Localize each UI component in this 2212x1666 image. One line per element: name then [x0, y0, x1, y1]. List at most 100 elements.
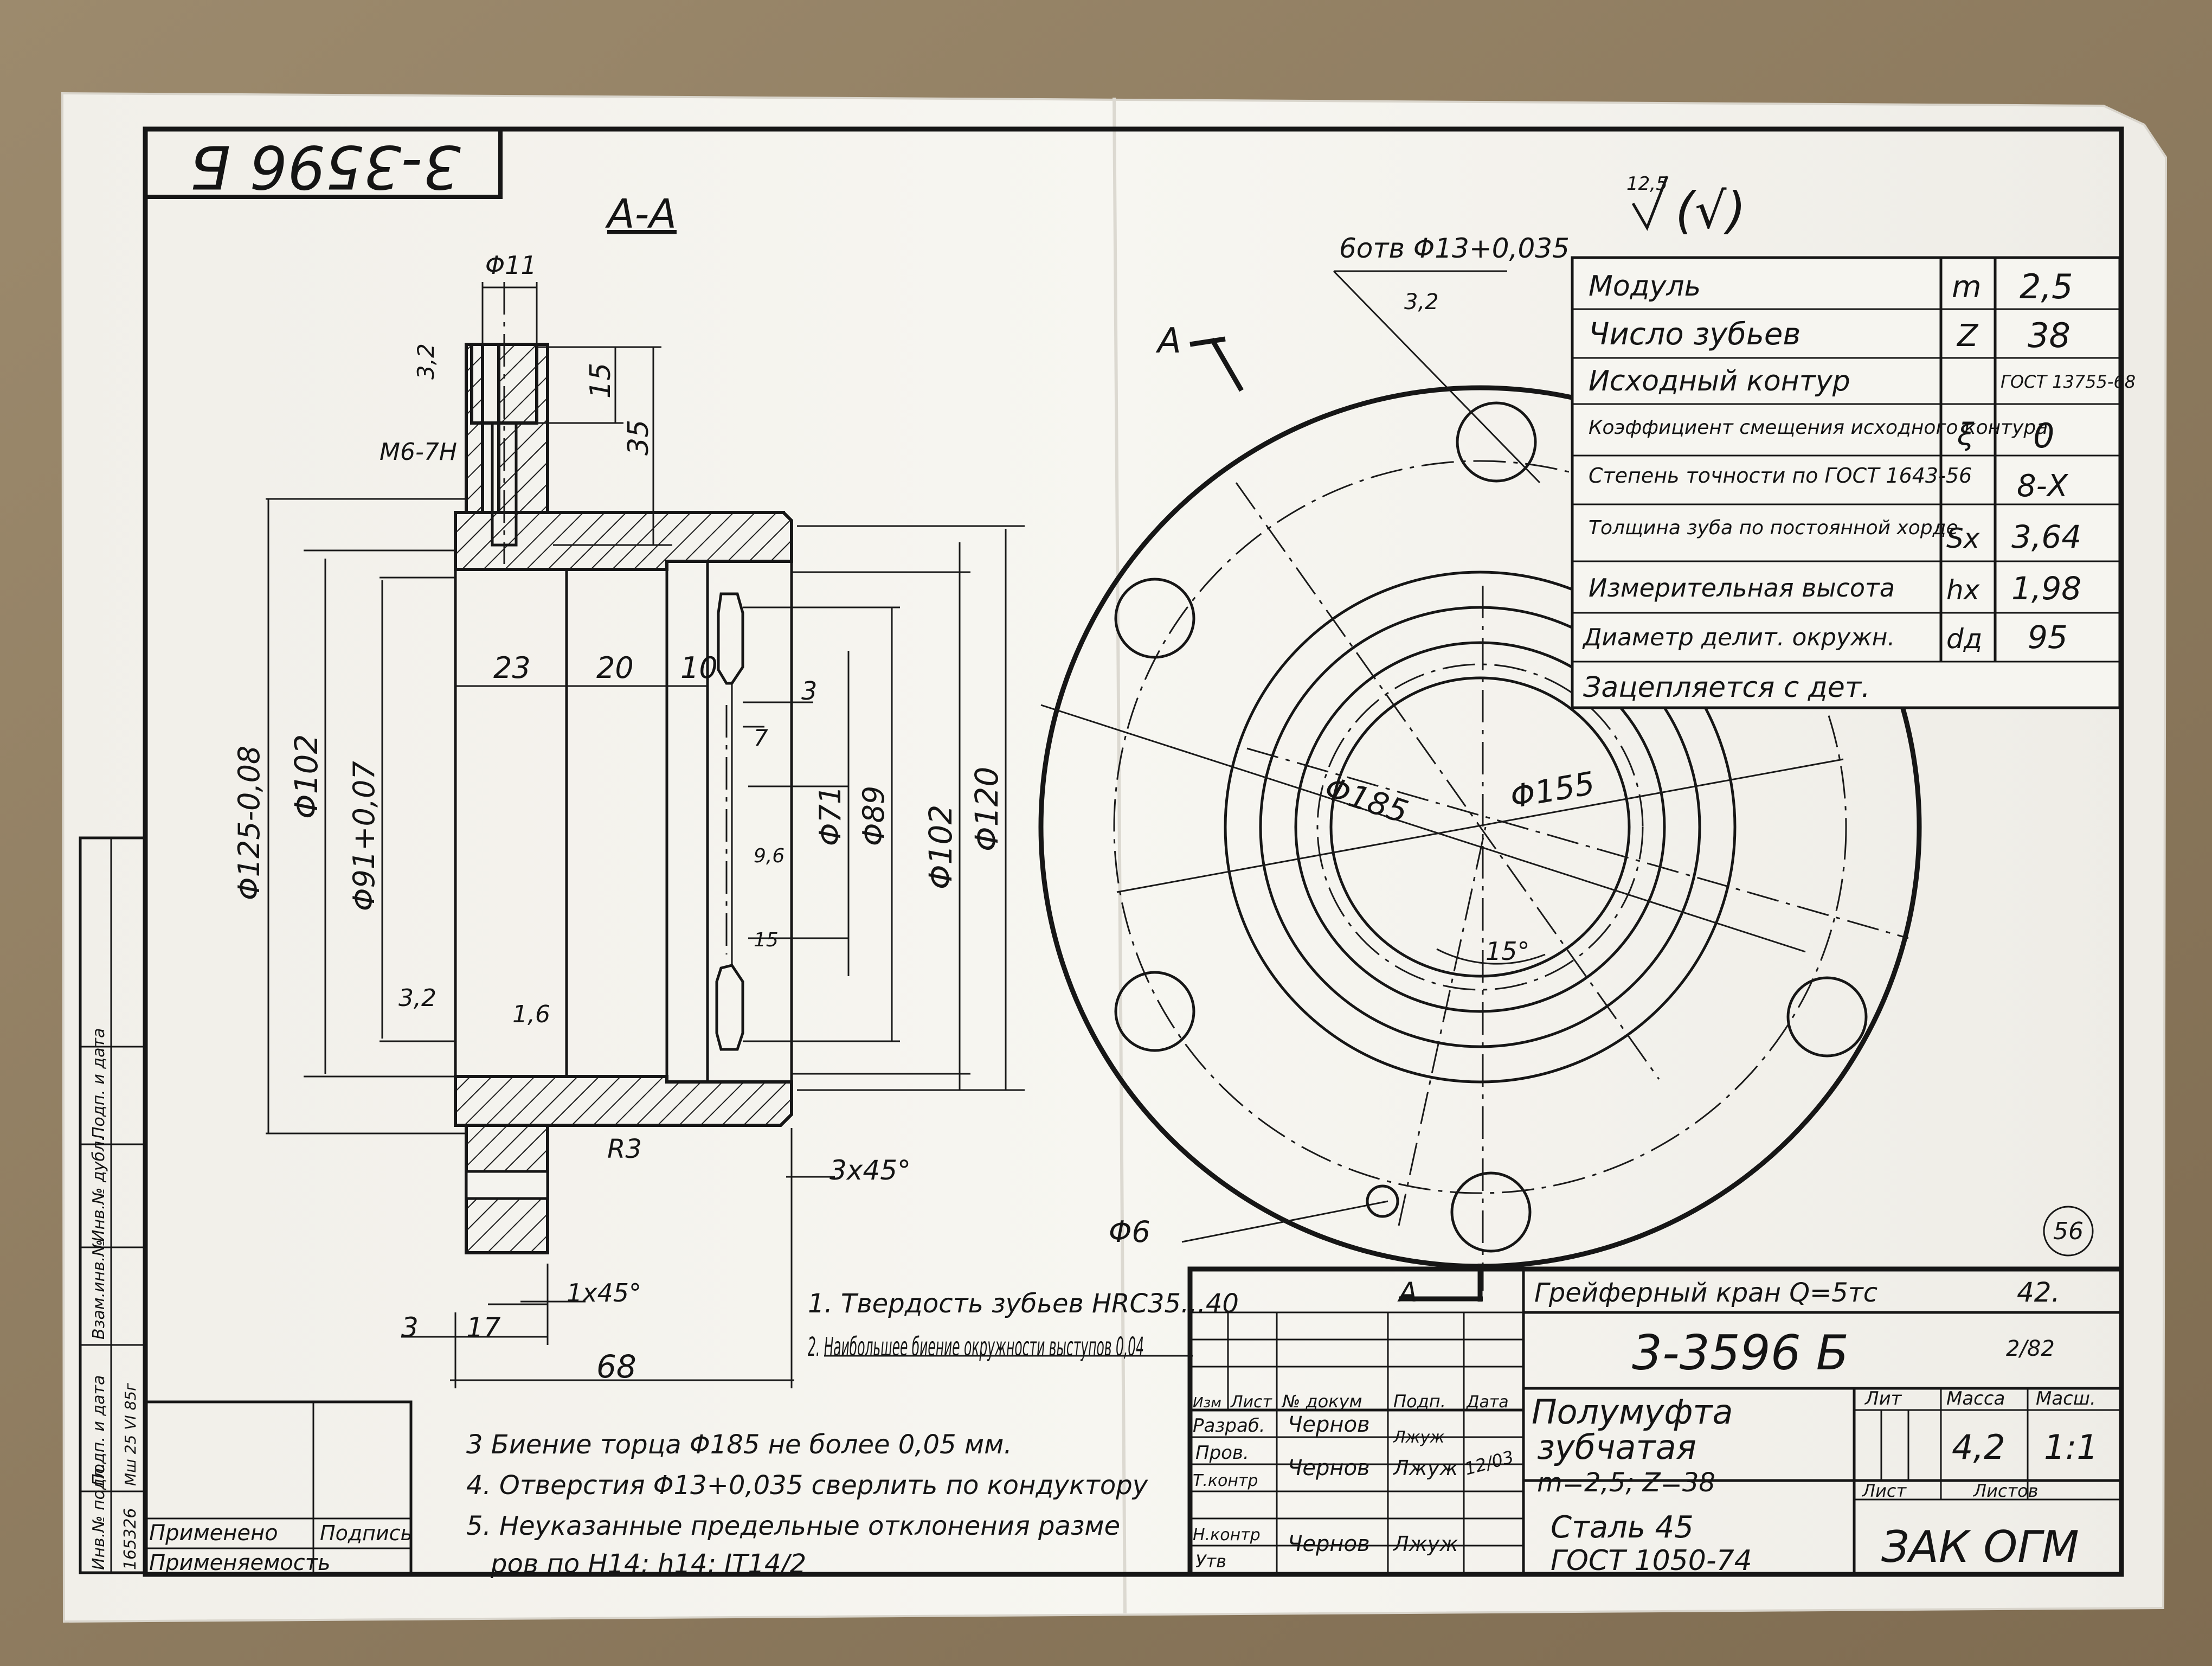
- gear-row-param: Модуль: [1589, 270, 1701, 303]
- part-name-1: Полумуфта: [1532, 1392, 1733, 1432]
- circle-d89: [1294, 641, 1666, 1013]
- section-hatch-bottom-hole-fill: [465, 1170, 549, 1200]
- mass-value: 4,2: [1952, 1427, 2005, 1467]
- side-strip: Инв.№ подл. Подп. и дата Взам.инв.№ Инв.…: [79, 836, 147, 1574]
- strip-podp-data: Подп. и дата: [89, 1375, 108, 1486]
- company: ЗАК ОГМ: [1881, 1522, 2079, 1572]
- usage-block: Применено Подпись Применяемость: [144, 1400, 413, 1576]
- row-tkontr: Т.контр: [1193, 1471, 1258, 1490]
- gear-table: Модуль m 2,5 Число зубьев Z 38 Исходный …: [1571, 256, 2136, 709]
- gear-row-value: 1,98: [2011, 570, 2081, 607]
- axis-diag-1: [1235, 482, 1660, 1080]
- roughness-check-icon: [1631, 176, 1669, 231]
- gear-row-symbol: ξ: [1957, 417, 1975, 452]
- gear-table-frame: [1572, 258, 2120, 708]
- leader-d155: [1116, 758, 1844, 893]
- gear-row-param: Коэффициент смещения исходного контура: [1589, 416, 2048, 439]
- circle-d71: [1329, 676, 1631, 978]
- dim-chamfer-1x45: 1x45°: [567, 1278, 641, 1308]
- material-1: Сталь 45: [1551, 1510, 1694, 1545]
- gear-row-symbol: Sx: [1946, 523, 1980, 554]
- dim-d15-small: 15: [754, 929, 779, 951]
- note: 1. Твердость зубьев HRC35...40: [808, 1289, 1239, 1319]
- project-code: 42.: [2017, 1277, 2060, 1308]
- dim-r16: 1,6: [512, 1001, 550, 1028]
- section-cut-top-2: [1210, 337, 1244, 392]
- part-name-2: зубчатая: [1537, 1427, 1696, 1467]
- hdr-docum: № докум: [1281, 1391, 1362, 1412]
- mass-label: Масса: [1946, 1388, 2005, 1409]
- bolt-hole: [1456, 401, 1537, 483]
- angle-arc: [1436, 948, 1546, 965]
- strip-date-value: Мш 25 VI 85г: [121, 1383, 139, 1486]
- bolt-hole: [1114, 971, 1195, 1052]
- corner-mark: 2/82: [2006, 1336, 2055, 1361]
- lit-label: Лит: [1864, 1388, 1902, 1409]
- gear-row-param: Толщина зуба по постоянной хорде: [1589, 517, 1958, 539]
- dim-d125: Φ125-0,08: [232, 746, 266, 900]
- page-mark: 56: [2053, 1218, 2084, 1245]
- usage-primeneno: Применено: [149, 1521, 278, 1546]
- note: ров по Н14; h14; IT14/2: [490, 1549, 806, 1579]
- name-nkontr: Чернов: [1288, 1532, 1370, 1556]
- front-view: А А 6отв Φ13+0,035 3,2 Φ185 Φ155 15° Φ6 …: [1038, 173, 2094, 1308]
- dim-d96: 9,6: [754, 845, 785, 867]
- gear-row-param: Диаметр делит. окружн.: [1582, 624, 1895, 651]
- row-razrab: Разраб.: [1193, 1415, 1265, 1437]
- section-cut-top: [1189, 336, 1226, 347]
- bolt-holes: [1114, 401, 1868, 1253]
- name-razrab: Чернов: [1288, 1412, 1370, 1437]
- front-d6: Φ6: [1109, 1215, 1150, 1249]
- dim-chamfer-3x45: 3x45°: [829, 1155, 911, 1186]
- front-angle: 15°: [1486, 937, 1530, 966]
- gear-row-value: 8-Х: [2017, 469, 2069, 504]
- circle-d102: [1259, 606, 1701, 1048]
- gear-row-symbol: m: [1952, 270, 1982, 305]
- leader-d185: [1040, 704, 1806, 953]
- doc-number: 3-3596 Б: [1632, 1325, 1849, 1381]
- circle-pitch: [1316, 663, 1644, 991]
- front-r32: 3,2: [1404, 290, 1439, 315]
- part-name-3: m=2,5; Z=38: [1537, 1468, 1715, 1498]
- gear-row-value: 2,5: [2020, 267, 2073, 306]
- title-block: Грейферный кран Q=5тс 42. 3-3596 Б 2/82 …: [1187, 1266, 2124, 1577]
- note: 5. Неуказанные предельные отклонения раз…: [466, 1511, 1120, 1541]
- bolt-circle: [1113, 460, 1847, 1194]
- dim-d71: Φ71: [813, 786, 847, 846]
- gear-row-param: Исходный контур: [1589, 365, 1850, 398]
- dim-d3: 3: [801, 676, 817, 706]
- note: 2. Наибольшее биение окружности выступов…: [808, 1332, 1144, 1362]
- dim-r32-top: 3,2: [413, 343, 439, 380]
- dim-d15: 15: [584, 363, 617, 399]
- usage-primenyaemost: Применяемость: [149, 1550, 331, 1575]
- gear-row-value: 0: [2033, 416, 2054, 456]
- strip-podp-data2: Подп. и дата: [89, 1028, 108, 1139]
- sheets-label: Листов: [1973, 1481, 2039, 1501]
- gear-tooth-bottom: [715, 964, 744, 1051]
- hdr-izm: Изм: [1193, 1395, 1221, 1411]
- section-label: А-А: [605, 191, 677, 238]
- circle-d120: [1224, 571, 1737, 1084]
- hdr-data: Дата: [1465, 1393, 1509, 1412]
- page-mark-circle: [2043, 1206, 2094, 1257]
- strip-inv-podl: Инв.№ подл.: [89, 1463, 108, 1570]
- gear-row-value-small: ГОСТ 13755-68: [2001, 371, 2136, 392]
- dim-d91: Φ91+0,07: [347, 761, 381, 911]
- dim-d23: 23: [493, 651, 531, 685]
- bolt-hole: [1114, 578, 1195, 659]
- holes-label: 6отв Φ13+0,035: [1339, 233, 1570, 264]
- dim-d10: 10: [680, 651, 718, 685]
- row-prov: Пров.: [1195, 1442, 1249, 1464]
- gear-row-param: Зацепляется с дет.: [1583, 671, 1870, 704]
- dim-d7: 7: [754, 725, 768, 751]
- gear-row-symbol: Z: [1956, 318, 1979, 354]
- strip-vzam-inv: Взам.инв.№: [89, 1239, 108, 1340]
- dim-d35: 35: [622, 420, 655, 456]
- material-2: ГОСТ 1050-74: [1551, 1545, 1752, 1577]
- strip-inv-value: 165326: [121, 1508, 140, 1570]
- technical-notes: 1. Твердость зубьев HRC35...40 2. Наибол…: [466, 1289, 1239, 1579]
- scale-label: Масш.: [2036, 1388, 2096, 1409]
- signature: Лжуж: [1392, 1532, 1458, 1556]
- dim-d102-left: Φ102: [288, 734, 325, 819]
